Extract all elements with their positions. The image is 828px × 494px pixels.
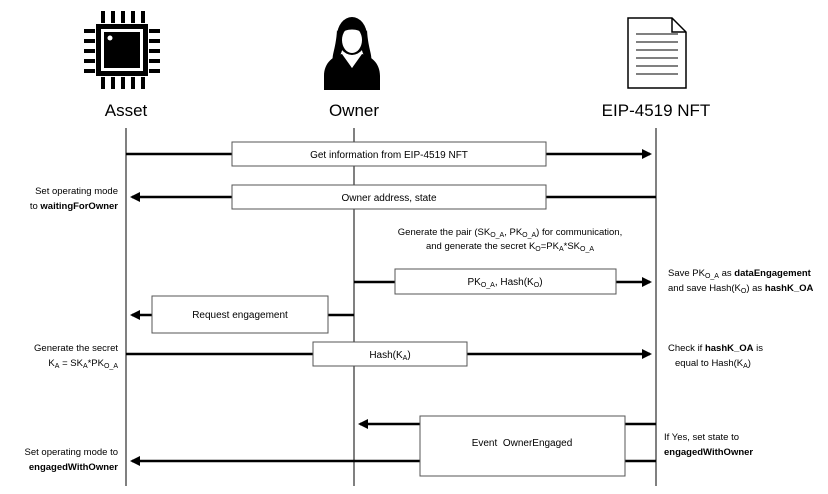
note-waiting-line1: Set operating mode bbox=[35, 186, 118, 197]
document-icon bbox=[627, 17, 687, 89]
note-generate-pair-line2: and generate the secret KO=PKA*SKO_A bbox=[426, 241, 594, 253]
note-save-pk-line1: Save PKO_A as dataEngagement bbox=[668, 268, 812, 280]
person-icon bbox=[324, 17, 380, 90]
message-event: Event OwnerEngaged bbox=[472, 438, 573, 449]
actor-label-owner: Owner bbox=[329, 101, 379, 120]
note-gen-secret-line2: KA = SKA*PKO_A bbox=[48, 358, 118, 370]
note-save-pk-line2: and save Hash(KO) as hashK_OA bbox=[668, 283, 814, 295]
note-engaged-line1: Set operating mode to bbox=[25, 447, 118, 458]
message-pk-hash: PKO_A, Hash(KO) bbox=[467, 277, 542, 289]
message-box-hash-ka bbox=[312, 341, 468, 367]
message-box-request bbox=[151, 295, 329, 334]
note-if-yes-line2: engagedWithOwner bbox=[664, 447, 753, 458]
message-box-get-info bbox=[231, 141, 547, 167]
message-get-info: Get information from EIP-4519 NFT bbox=[310, 150, 468, 161]
actor-label-asset: Asset bbox=[105, 101, 148, 120]
message-hash-ka: Hash(KA) bbox=[369, 350, 410, 362]
message-request: Request engagement bbox=[192, 310, 288, 321]
note-gen-secret-line1: Generate the secret bbox=[34, 343, 118, 354]
message-box-event bbox=[419, 415, 626, 477]
note-if-yes-line1: If Yes, set state to bbox=[664, 432, 739, 443]
note-engaged-line2: engagedWithOwner bbox=[29, 462, 118, 473]
note-check-line1: Check if hashK_OA is bbox=[668, 343, 763, 354]
message-box-pk-hash bbox=[394, 268, 617, 295]
note-generate-pair-line1: Generate the pair (SKO_A, PKO_A) for com… bbox=[398, 227, 622, 239]
note-check-line2: equal to Hash(KA) bbox=[675, 358, 751, 370]
actor-label-nft: EIP-4519 NFT bbox=[602, 101, 711, 120]
message-owner-state: Owner address, state bbox=[341, 193, 436, 204]
note-waiting-line2: to waitingForOwner bbox=[30, 201, 118, 212]
microchip-icon bbox=[84, 11, 160, 89]
message-box-owner-state bbox=[231, 184, 547, 210]
